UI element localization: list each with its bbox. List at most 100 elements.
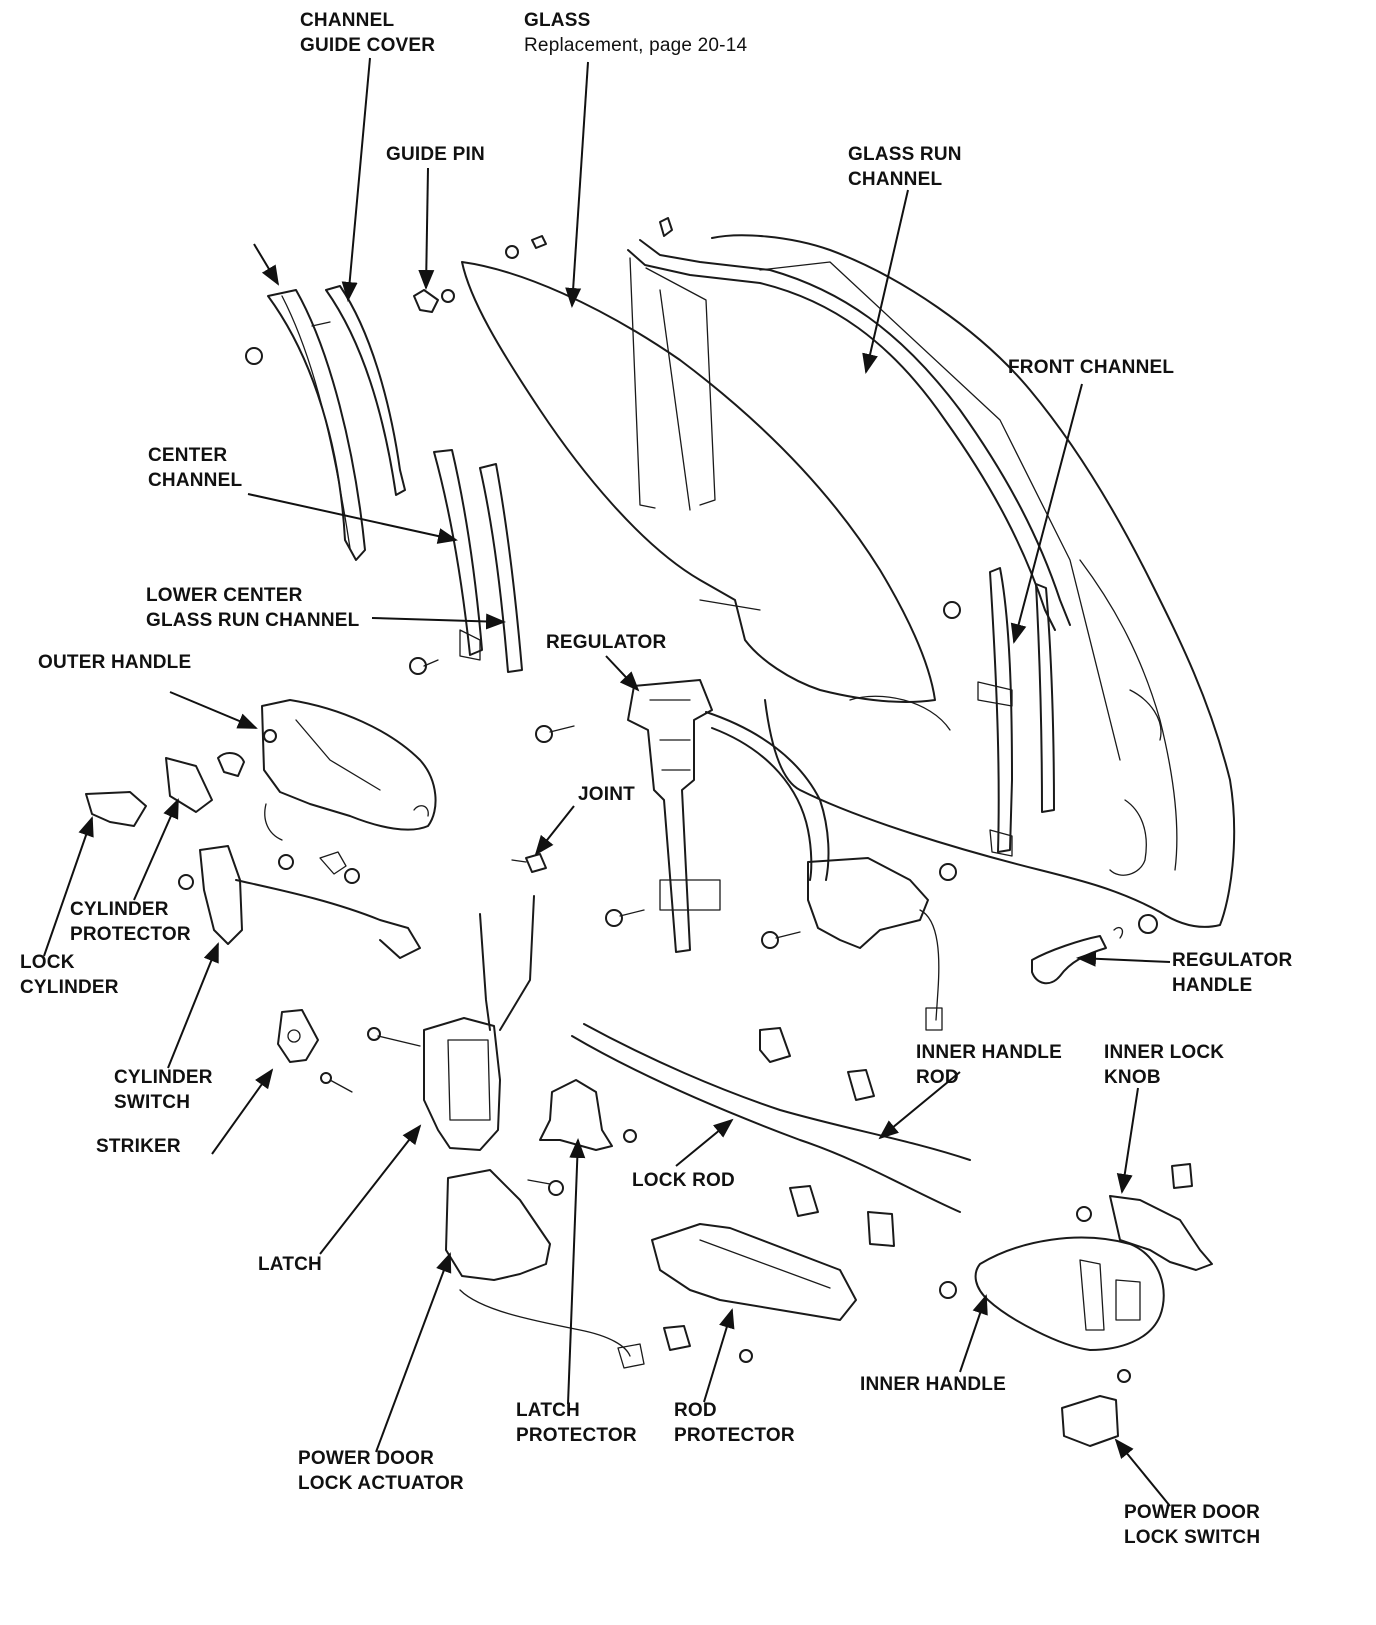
label-line: GLASS RUN CHANNEL xyxy=(146,610,360,631)
label-joint: JOINT xyxy=(578,782,635,807)
leader-inner-handle xyxy=(959,1294,988,1373)
striker-part xyxy=(277,1009,353,1093)
label-line: OUTER HANDLE xyxy=(38,652,192,673)
label-cylinder-switch: CYLINDER SWITCH xyxy=(114,1065,213,1115)
rod-protector-part xyxy=(651,1223,857,1363)
leader-glass-run-channel xyxy=(862,189,909,374)
outer-handle-part xyxy=(85,699,437,841)
leader-front-channel xyxy=(1010,383,1083,644)
label-line: LOWER CENTER xyxy=(146,585,303,606)
label-line: REGULATOR xyxy=(1172,950,1293,971)
label-line: POWER DOOR xyxy=(1124,1502,1261,1523)
leader-lines xyxy=(43,57,1171,1507)
label-regulator-handle: REGULATOR HANDLE xyxy=(1172,948,1292,998)
label-striker: STRIKER xyxy=(96,1134,181,1159)
label-inner-lock-knob: INNER LOCK KNOB xyxy=(1104,1040,1224,1090)
label-line: PROTECTOR xyxy=(70,924,191,945)
leader-striker xyxy=(211,1068,274,1155)
label-line: GUIDE COVER xyxy=(300,35,436,56)
label-line: LATCH xyxy=(516,1400,580,1421)
label-guide-pin: GUIDE PIN xyxy=(386,142,485,167)
label-channel-guide-cover: CHANNEL GUIDE COVER xyxy=(300,8,435,58)
leader-regulator-handle xyxy=(1076,950,1171,967)
label-center-channel: CENTER CHANNEL xyxy=(148,443,242,493)
center-channel-part xyxy=(245,289,366,561)
power-door-lock-switch-part xyxy=(1061,1369,1131,1447)
label-outer-handle: OUTER HANDLE xyxy=(38,650,191,675)
label-line: STRIKER xyxy=(96,1136,181,1157)
channel-guide-cover-part xyxy=(325,285,406,496)
leader-channel-guide-cover xyxy=(341,57,371,302)
inner-handle-part xyxy=(939,1236,1165,1351)
label-glass-run-channel: GLASS RUN CHANNEL xyxy=(848,142,962,192)
leader-center-channel xyxy=(247,493,458,544)
label-line: LOCK SWITCH xyxy=(1124,1527,1261,1548)
lower-center-glass-run-channel-part xyxy=(409,449,523,675)
leader-inner-lock-knob xyxy=(1116,1087,1139,1194)
label-line: HANDLE xyxy=(1172,975,1253,996)
label-line: CYLINDER xyxy=(70,899,169,920)
label-latch: LATCH xyxy=(258,1252,322,1277)
label-line: CHANNEL xyxy=(848,169,943,190)
leader-cylinder-protector xyxy=(133,798,179,901)
label-line: POWER DOOR xyxy=(298,1448,435,1469)
label-line: REGULATOR xyxy=(546,632,667,653)
label-line: PROTECTOR xyxy=(516,1425,637,1446)
regulator-handle-part xyxy=(1031,914,1158,985)
inner-lock-knob-part xyxy=(1076,1195,1213,1271)
power-door-lock-actuator-part xyxy=(445,1169,645,1369)
label-line: FRONT CHANNEL xyxy=(1008,357,1175,378)
leader-power-door-lock-switch xyxy=(1114,1438,1171,1507)
label-line: ROD xyxy=(674,1400,717,1421)
label-line: SWITCH xyxy=(114,1092,191,1113)
leader-center-channel-top xyxy=(253,243,280,286)
label-line: LATCH xyxy=(258,1254,322,1275)
leader-outer-handle xyxy=(169,691,258,729)
label-line: CHANNEL xyxy=(300,10,395,31)
label-line: LOCK ACTUATOR xyxy=(298,1473,464,1494)
label-line: GUIDE PIN xyxy=(386,144,485,165)
leader-glass xyxy=(565,61,589,308)
joint-part xyxy=(511,853,547,873)
leader-latch xyxy=(319,1124,422,1255)
label-line: KNOB xyxy=(1104,1067,1161,1088)
leader-latch-protector xyxy=(567,1138,586,1405)
label-latch-protector: LATCH PROTECTOR xyxy=(516,1398,637,1448)
leader-regulator xyxy=(605,655,640,692)
leader-power-door-lock-actuator xyxy=(375,1252,452,1453)
label-line: CENTER xyxy=(148,445,228,466)
label-power-door-lock-switch: POWER DOOR LOCK SWITCH xyxy=(1124,1500,1260,1550)
label-line: CHANNEL xyxy=(148,470,243,491)
glass-run-channel-part xyxy=(627,239,1071,631)
label-line: INNER LOCK xyxy=(1104,1042,1225,1063)
label-line: INNER HANDLE xyxy=(916,1042,1062,1063)
label-line: LOCK xyxy=(20,952,75,973)
leader-lock-cylinder xyxy=(43,816,94,957)
label-lower-center-glass-run-channel: LOWER CENTER GLASS RUN CHANNEL xyxy=(146,583,359,633)
label-cylinder-protector: CYLINDER PROTECTOR xyxy=(70,897,191,947)
leader-cylinder-switch xyxy=(167,942,219,1069)
label-glass-reference: Replacement, page 20-14 xyxy=(524,35,748,56)
leader-lock-rod xyxy=(675,1118,734,1167)
rods-part xyxy=(571,1023,971,1213)
lock-cylinder-part xyxy=(178,845,421,959)
label-line: CYLINDER xyxy=(20,977,119,998)
regulator-part xyxy=(535,679,943,1031)
label-glass: GLASS Replacement, page 20-14 xyxy=(524,8,747,58)
label-line: ROD xyxy=(916,1067,959,1088)
glass-part xyxy=(461,261,936,703)
label-lock-cylinder: LOCK CYLINDER xyxy=(20,950,119,1000)
label-rod-protector: ROD PROTECTOR xyxy=(674,1398,795,1448)
guide-pin-part xyxy=(413,217,673,313)
label-line: LOCK ROD xyxy=(632,1170,735,1191)
label-inner-handle: INNER HANDLE xyxy=(860,1372,1006,1397)
label-line: GLASS xyxy=(524,10,591,31)
label-line: JOINT xyxy=(578,784,635,805)
leader-guide-pin xyxy=(418,167,435,290)
label-power-door-lock-actuator: POWER DOOR LOCK ACTUATOR xyxy=(298,1446,464,1496)
leader-inner-handle-rod xyxy=(878,1071,961,1140)
label-lock-rod: LOCK ROD xyxy=(632,1168,735,1193)
clips-part xyxy=(663,1027,1193,1351)
